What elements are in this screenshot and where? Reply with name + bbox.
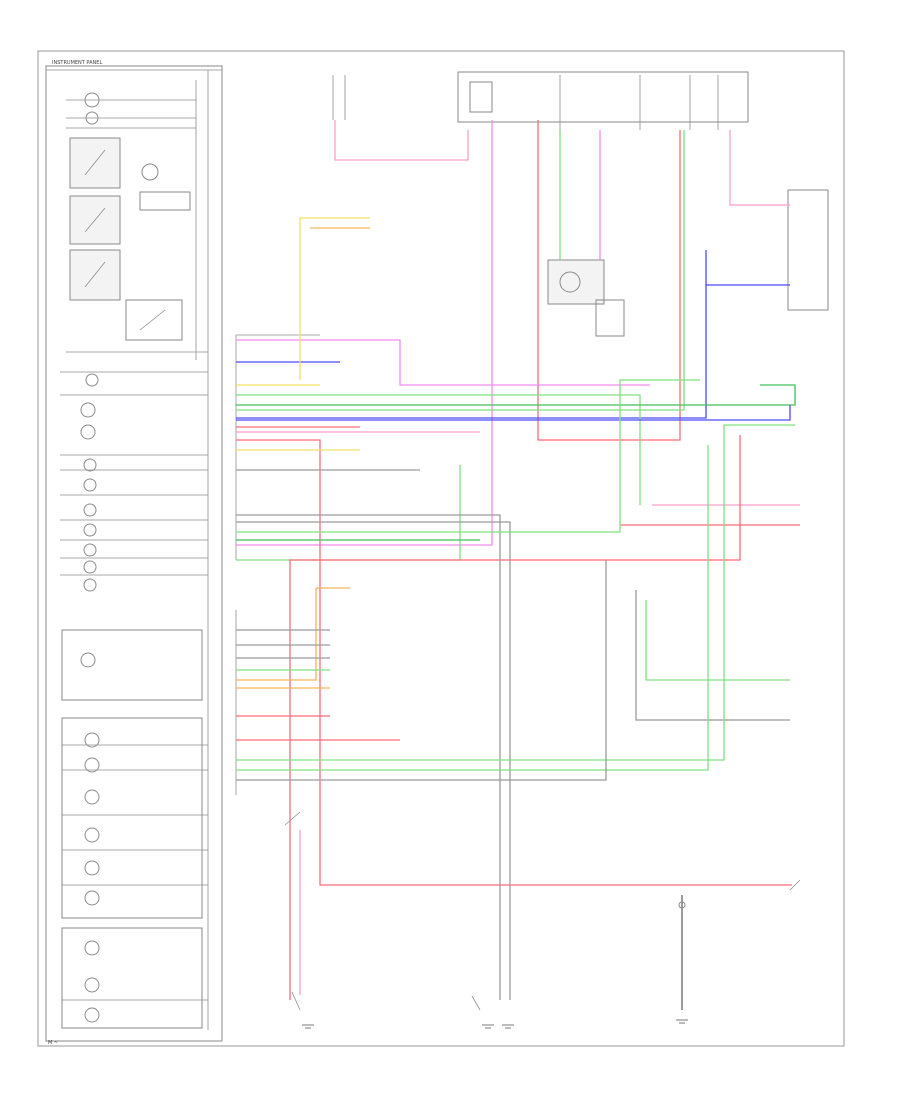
relay-box-2 [595, 299, 625, 337]
wire-dark_green-16 [236, 384, 796, 406]
wire-pink-0 [334, 120, 469, 161]
connector-block-upper [235, 334, 320, 560]
wire-red-20 [236, 439, 792, 886]
wire-magenta-1 [236, 120, 493, 546]
fuel-gauge-icon [69, 249, 121, 301]
seatbelt-warning-lamp-icon [83, 503, 97, 517]
washer-level-lamp-icon [83, 523, 97, 537]
switch-symbols [284, 811, 801, 1011]
fuse-box-outline [457, 71, 749, 123]
wire-green-29 [236, 379, 700, 533]
wire-layer [236, 120, 800, 1010]
brake-lamp-icon [84, 827, 100, 843]
high-beam-lamp-icon [84, 1007, 100, 1023]
airbag-lamp-icon [84, 757, 100, 773]
wire-gray-28 [236, 521, 511, 1000]
cluster-outline [45, 65, 223, 1042]
charge-lamp-icon [84, 890, 100, 906]
wire-gray-27 [236, 514, 501, 1000]
cruise-lamp-icon [80, 424, 96, 440]
wire-green-31 [645, 600, 790, 681]
wire-blue-17 [236, 405, 791, 421]
check-engine-lamp-icon [84, 789, 100, 805]
engine-immobilizer-lamp-icon [84, 977, 100, 993]
abs-lamp-icon [84, 732, 100, 748]
door-ajar-lamp-icon [83, 478, 97, 492]
oil-level-lamp-icon [84, 940, 100, 956]
oil-pressure-lamp-icon [80, 652, 96, 668]
tach-circuit-icon [141, 163, 159, 181]
oil-pressure-lamp-module [61, 629, 203, 701]
ground-symbols [302, 1019, 688, 1029]
relay-box [547, 259, 605, 305]
wire-magenta-9 [236, 339, 650, 386]
fuse-icon [469, 81, 493, 113]
diagram-frame [37, 50, 845, 1047]
bottom-lamp-module [61, 927, 203, 1029]
fuse-area [332, 71, 749, 130]
footer-text: M ~ [48, 1040, 58, 1046]
differential-lock-lamp-icon [80, 402, 96, 418]
wire-green-23 [236, 465, 461, 561]
wire-red-2 [537, 120, 681, 441]
switch-contact-icon [678, 901, 686, 909]
wire-green-15 [236, 394, 641, 505]
wire-red-25 [289, 435, 741, 1000]
wire-gray-35 [236, 560, 607, 781]
relay-coil-icon [559, 271, 581, 293]
wire-pink-6 [729, 130, 790, 206]
voltmeter-box [125, 299, 183, 341]
wire-green-34 [236, 445, 709, 771]
instrument-cluster: INSTRUMENT PANEL [45, 60, 223, 1046]
turn-signal-lamp-icon [83, 578, 97, 592]
wire-blue-7 [236, 250, 707, 419]
lower-lamp-module [61, 717, 203, 919]
traction-control-lamp-icon [84, 860, 100, 876]
cluster-title: INSTRUMENT PANEL [52, 60, 102, 66]
warning-module-box [787, 189, 829, 311]
light-on-lamp-icon [83, 458, 97, 472]
tail-lamp-icon [83, 543, 97, 557]
temp-gauge-box [139, 191, 191, 211]
wire-orange-38 [236, 588, 317, 681]
cargo-lamp-icon [83, 560, 97, 574]
wire-green-33 [236, 424, 795, 761]
wire-gray-32 [635, 590, 790, 721]
wire-green-5 [236, 130, 685, 411]
trunk-ajar-lamp-icon [85, 373, 99, 387]
